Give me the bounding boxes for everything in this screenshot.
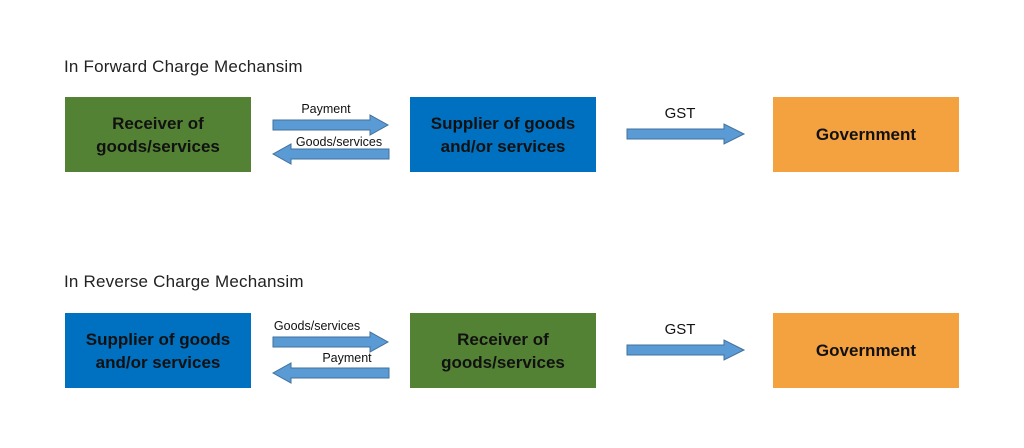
forward-gst-arrow: [626, 123, 746, 145]
reverse-goods-label: Goods/services: [273, 319, 361, 333]
reverse-government-label: Government: [815, 341, 917, 360]
reverse-government-box: Government: [773, 313, 959, 388]
forward-goods-arrow: [272, 143, 390, 165]
forward-supplier-label: Supplier of goods and/or services: [430, 113, 576, 156]
forward-goods-label: Goods/services: [295, 135, 383, 149]
forward-government-box: Government: [773, 97, 959, 172]
forward-supplier-box: Supplier of goods and/or services: [410, 97, 596, 172]
forward-payment-arrow: [272, 114, 390, 136]
forward-receiver-label: Receiver of goods/services: [96, 113, 220, 156]
reverse-payment-arrow: [272, 362, 390, 384]
reverse-receiver-label: Receiver of goods/services: [441, 329, 565, 372]
forward-government-label: Government: [815, 125, 917, 144]
reverse-heading: In Reverse Charge Mechansim: [64, 272, 304, 291]
reverse-supplier-label: Supplier of goods and/or services: [85, 329, 231, 372]
reverse-supplier-box: Supplier of goods and/or services: [65, 313, 251, 388]
reverse-gst-arrow: [626, 339, 746, 361]
forward-heading: In Forward Charge Mechansim: [64, 57, 303, 76]
reverse-goods-arrow: [272, 331, 390, 353]
reverse-receiver-box: Receiver of goods/services: [410, 313, 596, 388]
reverse-payment-label: Payment: [322, 351, 372, 365]
forward-receiver-box: Receiver of goods/services: [65, 97, 251, 172]
forward-payment-label: Payment: [301, 102, 351, 116]
reverse-gst-label: GST: [664, 321, 696, 338]
forward-gst-label: GST: [664, 105, 696, 122]
